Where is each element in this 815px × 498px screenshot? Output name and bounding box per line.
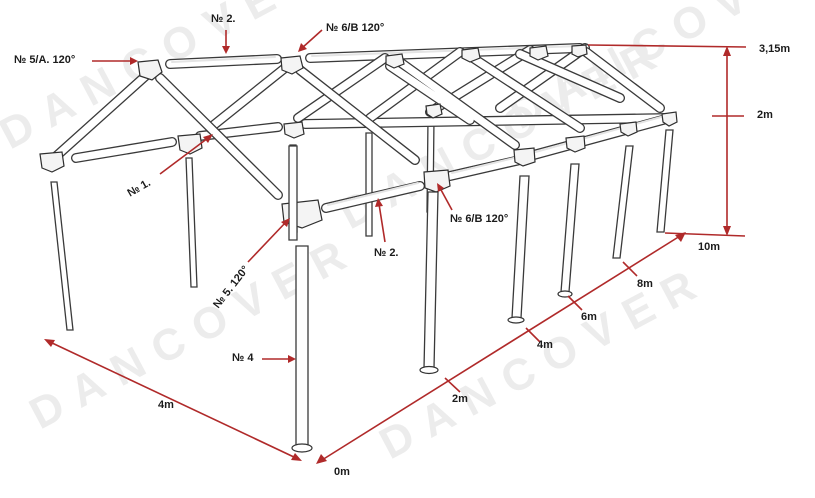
leg-back-2 <box>185 157 198 288</box>
dimension-arrows <box>44 29 747 464</box>
front-rafters <box>155 47 665 200</box>
tick-4m <box>525 327 541 343</box>
leg-front-upper-corner <box>288 145 298 241</box>
leg-back-1 <box>50 181 74 331</box>
joint-back-3 <box>283 121 305 139</box>
joint-back-corner <box>39 151 65 173</box>
label-part-6b-top: № 6/B 120° <box>326 22 385 34</box>
joint-front-4 <box>565 135 586 153</box>
label-length-4: 4m <box>537 339 553 351</box>
pointer-2-mid <box>378 203 386 243</box>
leg-front-2 <box>423 191 439 369</box>
pointer-6b-mid <box>439 187 453 211</box>
leg-front-6 <box>656 129 674 233</box>
label-part-5a: № 5/A. 120° <box>14 54 76 66</box>
label-height-total: 3,15m <box>759 43 791 55</box>
tick-6m <box>567 295 583 311</box>
leg-front-5 <box>612 145 634 259</box>
length-arrow-head-end <box>675 232 686 242</box>
label-part-2-mid: № 2. <box>374 247 399 259</box>
label-length-2: 2m <box>452 393 468 405</box>
pointer-6b-top <box>301 29 323 49</box>
tick-8m <box>622 261 638 277</box>
joint-front-6 <box>661 111 678 127</box>
length-arrow <box>321 235 681 461</box>
joint-back-2 <box>177 133 203 155</box>
label-length-6: 6m <box>581 311 597 323</box>
label-width: 4m <box>158 399 174 411</box>
joint-6b-ridge-1 <box>280 55 304 75</box>
leg-front-3 <box>511 175 530 319</box>
foot-front-2 <box>419 365 439 375</box>
label-length-8: 8m <box>637 278 653 290</box>
leg-front-4 <box>560 163 580 293</box>
label-length-10: 10m <box>698 241 721 253</box>
label-part-4: № 4 <box>232 352 254 364</box>
front-eave <box>321 113 675 213</box>
foot-front-4 <box>557 290 573 298</box>
width-arrow-head-right <box>291 453 302 461</box>
joint-6b-ridge-2 <box>385 53 405 69</box>
joint-front-5 <box>619 121 638 137</box>
label-part-6b-mid: № 6/B 120° <box>450 213 509 225</box>
label-height-wall: 2m <box>757 109 773 121</box>
label-part-2-top: № 2. <box>211 13 236 25</box>
tick-2m <box>444 377 461 393</box>
pointer-5 <box>247 221 287 263</box>
watermark-4: DANCOVER <box>372 255 716 469</box>
foot-front-corner <box>291 443 313 453</box>
width-arrow-head-left <box>44 339 55 347</box>
height-arrow-top-head <box>723 46 731 56</box>
joint-front-3 <box>513 147 536 167</box>
joint-6b-front <box>423 169 451 193</box>
length-arrow-head-start <box>316 454 327 464</box>
ground-level-line <box>664 232 746 237</box>
pointer-1 <box>159 137 209 175</box>
joint-6b-ridge-5 <box>571 44 588 58</box>
width-arrow <box>49 341 297 459</box>
joint-6b-ridge-3 <box>461 47 481 63</box>
ridge-level-line <box>587 44 747 48</box>
foot-front-3 <box>507 316 525 324</box>
leg-front-corner <box>295 245 309 447</box>
joint-6b-ridge-4 <box>529 45 549 61</box>
joint-5a-ridge <box>137 59 163 81</box>
leg-back-4 <box>365 132 373 237</box>
label-length-0: 0m <box>334 466 350 478</box>
joint-back-5 <box>425 103 443 119</box>
height-arrow-bottom-head <box>723 226 731 236</box>
